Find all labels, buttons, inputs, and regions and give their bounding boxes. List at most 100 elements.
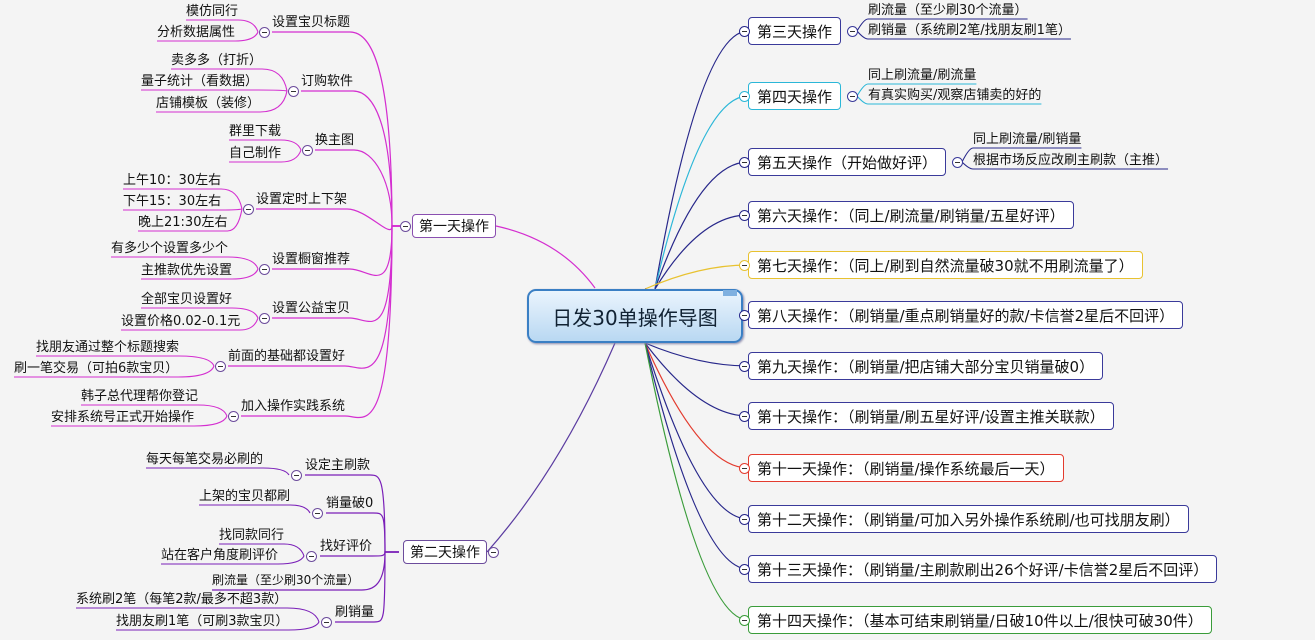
branch-day-10[interactable]: 第十天操作：（刷销量/刷五星好评/设置主推关联款）	[748, 402, 1114, 430]
branch-day-7[interactable]: 第七天操作：（同上/刷到自然流量破30就不用刷流量了）	[748, 251, 1143, 279]
day2-item-5-2[interactable]: 找朋友刷1笔（可刷3款宝贝）	[116, 614, 289, 629]
day1-item-5-2[interactable]: 主推款优先设置	[141, 263, 233, 278]
day1-item-3-2[interactable]: 自己制作	[229, 146, 282, 161]
day2-item-2-1[interactable]: 上架的宝贝都刷	[199, 489, 291, 504]
branch-day-6-anchor[interactable]	[739, 210, 750, 221]
branch-day2[interactable]: 第二天操作	[403, 540, 487, 564]
branch-day1-toggle[interactable]	[400, 221, 411, 232]
day2-group-3-toggle[interactable]	[306, 551, 317, 562]
branch-day-14[interactable]: 第十四天操作：（基本可结束刷销量/日破10件以上/很快可破30件）	[748, 606, 1212, 634]
branch-day-5-anchor[interactable]	[739, 157, 750, 168]
day1-item-5-1[interactable]: 有多少个设置多少个	[111, 241, 229, 256]
branch-day-4-anchor[interactable]	[739, 91, 750, 102]
branch-day2-toggle[interactable]	[488, 547, 499, 558]
branch-day-11[interactable]: 第十一天操作：（刷销量/操作系统最后一天）	[748, 454, 1064, 482]
day1-group-4[interactable]: 设置定时上下架	[256, 192, 348, 207]
branch-day-9-anchor[interactable]	[739, 361, 750, 372]
branch-day-7-anchor[interactable]	[739, 260, 750, 271]
connector	[644, 342, 749, 367]
day1-group-6[interactable]: 设置公益宝贝	[272, 301, 351, 316]
day1-item-7-2[interactable]: 刷一笔交易（可拍6款宝贝）	[14, 361, 179, 376]
day3-item-1[interactable]: 刷流量（至少刷30个流量）	[868, 3, 1028, 18]
day1-group-7[interactable]: 前面的基础都设置好	[228, 349, 346, 364]
day2-group-3[interactable]: 找好评价	[320, 539, 373, 554]
day1-item-8-1[interactable]: 韩子总代理帮你登记	[81, 389, 199, 404]
central-topic[interactable]: 日发30单操作导图	[527, 289, 743, 343]
day2-item-3-2[interactable]: 站在客户角度刷评价	[161, 548, 279, 563]
branch-day-9[interactable]: 第九天操作：（刷销量/把店铺大部分宝贝销量破0）	[748, 352, 1104, 380]
day1-item-2-3[interactable]: 店铺模板（装修）	[156, 96, 261, 111]
day1-group-6-toggle[interactable]	[259, 313, 270, 324]
day2-item-5-1[interactable]: 系统刷2笔（每笔2款/最多不超3款）	[76, 592, 288, 607]
branch-day-8-anchor[interactable]	[739, 310, 750, 321]
day1-group-3[interactable]: 换主图	[315, 133, 355, 148]
day1-group-5[interactable]: 设置橱窗推荐	[272, 252, 351, 267]
connector	[116, 621, 320, 631]
branch-day-10-anchor[interactable]	[739, 411, 750, 422]
connector	[961, 161, 1169, 170]
day1-group-1[interactable]: 设置宝贝标题	[272, 15, 351, 30]
day1-item-1-2[interactable]: 分析数据属性	[157, 25, 236, 40]
day2-group-5-toggle[interactable]	[321, 617, 332, 628]
branch-day-4[interactable]: 第四天操作	[748, 82, 842, 110]
branch-day-11-anchor[interactable]	[739, 463, 750, 474]
day1-group-5-toggle[interactable]	[259, 264, 270, 275]
day1-group-7-toggle[interactable]	[215, 361, 226, 372]
day1-item-1-1[interactable]: 模仿同行	[186, 4, 239, 19]
day1-item-4-1[interactable]: 上午10：30左右	[123, 173, 222, 188]
day2-group-1[interactable]: 设定主刷款	[305, 458, 371, 473]
connector	[51, 415, 228, 427]
day1-item-4-2[interactable]: 下午15：30左右	[123, 194, 222, 209]
day1-group-2[interactable]: 订购软件	[301, 74, 354, 89]
branch-day1[interactable]: 第一天操作	[412, 214, 496, 238]
day3-item-2[interactable]: 刷销量（系统刷2笔/找朋友刷1笔）	[868, 23, 1071, 38]
day1-item-2-2[interactable]: 量子统计（看数据）	[141, 74, 259, 89]
branch-day-12-anchor[interactable]	[739, 514, 750, 525]
connector	[141, 307, 259, 319]
connector	[229, 139, 302, 151]
day1-group-1-toggle[interactable]	[259, 27, 270, 38]
central-topic-tab	[723, 290, 737, 296]
connector	[171, 68, 288, 92]
connector	[241, 225, 400, 419]
day2-group-4[interactable]: 刷流量（至少刷30个流量）	[212, 573, 360, 587]
branch-day-8[interactable]: 第八天操作：（刷销量/重点刷销量好的款/卡信誉2星后不回评）	[748, 301, 1184, 329]
day1-item-4-3[interactable]: 晚上21:30左右	[138, 215, 228, 230]
day1-item-2-1[interactable]: 卖多多（打折）	[171, 53, 263, 68]
day1-item-6-1[interactable]: 全部宝贝设置好	[141, 292, 233, 307]
branch-day-13[interactable]: 第十三天操作：（刷销量/主刷款刷出26个好评/卡信誉2星后不回评）	[748, 555, 1218, 583]
day2-group-2[interactable]: 销量破0	[326, 496, 374, 511]
connector	[256, 208, 400, 231]
day2-item-3-1[interactable]: 找同款同行	[219, 528, 285, 543]
day2-item-1-1[interactable]: 每天每笔交易必刷的	[146, 452, 264, 467]
day4-item-2[interactable]: 有真实购买/观察店铺卖的好的	[868, 88, 1042, 103]
branch-day-3-toggle[interactable]	[847, 26, 859, 37]
day1-item-3-1[interactable]: 群里下载	[229, 124, 282, 139]
day4-item-1[interactable]: 同上刷流量/刷流量	[868, 68, 977, 83]
day2-group-2-toggle[interactable]	[312, 508, 323, 519]
day1-group-8[interactable]: 加入操作实践系统	[241, 399, 346, 414]
branch-day-4-toggle[interactable]	[847, 91, 859, 102]
connector	[486, 342, 616, 553]
day5-item-1[interactable]: 同上刷流量/刷销量	[973, 132, 1082, 147]
branch-day-14-anchor[interactable]	[739, 615, 750, 626]
branch-day-6[interactable]: 第六天操作：（同上/刷流量/刷销量/五星好评）	[748, 201, 1074, 229]
day1-item-7-1[interactable]: 找朋友通过整个标题搜索	[36, 340, 180, 355]
day1-group-4-toggle[interactable]	[243, 204, 254, 215]
day2-group-1-toggle[interactable]	[291, 470, 302, 481]
branch-day-5-toggle[interactable]	[952, 157, 964, 168]
day1-item-8-2[interactable]: 安排系统号正式开始操作	[51, 410, 195, 425]
branch-day-3[interactable]: 第三天操作	[748, 17, 842, 45]
branch-day-5[interactable]: 第五天操作（开始做好评）	[748, 148, 947, 176]
day1-item-6-2[interactable]: 设置价格0.02-0.1元	[121, 314, 241, 329]
branch-day-12[interactable]: 第十二天操作：（刷销量/可加入另外操作系统刷/也可找朋友刷）	[748, 505, 1189, 533]
day2-group-5[interactable]: 刷销量	[335, 605, 375, 620]
day1-group-3-toggle[interactable]	[302, 145, 313, 156]
day5-item-2[interactable]: 根据市场反应改刷主刷款（主推）	[973, 153, 1169, 168]
branch-day-13-anchor[interactable]	[739, 564, 750, 575]
branch-day-3-anchor[interactable]	[739, 26, 750, 37]
connector	[123, 188, 243, 210]
day1-group-2-toggle[interactable]	[288, 86, 299, 97]
day1-group-8-toggle[interactable]	[228, 411, 239, 422]
connector	[856, 30, 1071, 40]
